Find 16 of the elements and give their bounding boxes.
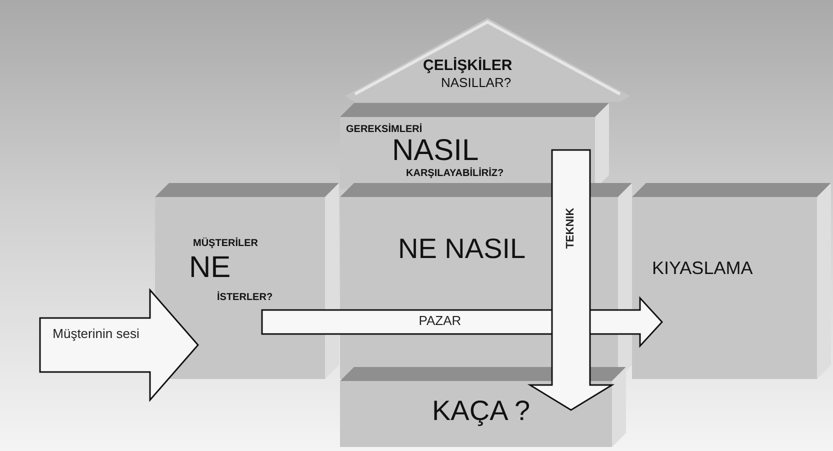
small-caption: GEREKSİMLERİ: [346, 125, 422, 135]
edge-label: PAZAR: [418, 314, 462, 329]
block-arrow: [39, 288, 199, 402]
block-arrow: [527, 149, 615, 411]
block-heading: NE NASIL: [398, 235, 526, 263]
block-heading: KAÇA ?: [432, 397, 530, 425]
edge-label: TEKNIK: [564, 206, 578, 251]
roof-heading: ÇELİŞKİLER: [423, 58, 512, 73]
small-caption: MÜŞTERİLER: [193, 239, 258, 249]
roof-subheading: NASILLAR?: [441, 76, 512, 89]
block-heading: NASIL: [392, 136, 479, 166]
edge-label: Müşterinin sesi: [52, 327, 140, 342]
small-caption: KARŞILAYABİLİRİZ?: [406, 169, 504, 179]
block-heading: KIYASLAMA: [652, 259, 753, 277]
block-heading: NE: [189, 253, 231, 283]
small-caption: İSTERLER?: [217, 293, 273, 303]
